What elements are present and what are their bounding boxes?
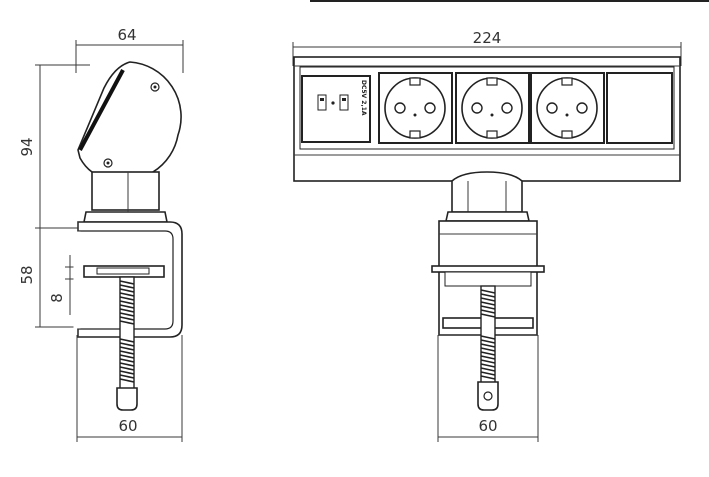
- front-view: 224 DC5V 2,1A: [292, 29, 682, 442]
- dim-label-94: 94: [18, 137, 36, 156]
- side-threaded-screw: [116, 276, 138, 411]
- dim-front-top: 224: [292, 29, 682, 66]
- dim-label-224: 224: [473, 29, 502, 47]
- side-neck: [83, 171, 168, 223]
- dim-label-58: 58: [18, 265, 36, 284]
- side-view: 64 94 58 8 60: [18, 26, 184, 442]
- front-neck: [445, 171, 530, 222]
- usb-module-label: DC5V 2,1A: [360, 80, 367, 116]
- usb-module: DC5V 2,1A: [301, 75, 371, 143]
- blank-module: [606, 72, 673, 144]
- dim-side-lower-height: 58: [18, 228, 80, 328]
- dim-front-bottom: 60: [437, 335, 539, 442]
- dim-label-8: 8: [48, 293, 66, 303]
- screw-center-icon: [153, 85, 157, 89]
- usb-port-icon: [317, 94, 327, 111]
- front-threaded-screw: [477, 285, 499, 411]
- dim-side-upper-height: 94: [18, 64, 90, 229]
- handle-hole-icon: [483, 391, 493, 401]
- dim-side-top: 64: [75, 26, 184, 73]
- socket-outlet-icon: [384, 77, 446, 139]
- usb-port-icon: [339, 94, 349, 111]
- side-slot-opening: [78, 69, 125, 151]
- screw-center-icon: [106, 161, 110, 165]
- side-housing-head: [77, 61, 182, 182]
- socket-outlet-icon: [536, 77, 598, 139]
- socket-3: [530, 72, 605, 144]
- dim-label-60-front: 60: [478, 417, 497, 435]
- socket-2: [455, 72, 530, 144]
- socket-outlet-icon: [461, 77, 523, 139]
- dim-label-60-side: 60: [118, 417, 137, 435]
- dim-side-bottom: 60: [76, 335, 183, 442]
- dim-label-64: 64: [117, 26, 136, 44]
- usb-led-icon: [331, 101, 335, 105]
- socket-1: [378, 72, 453, 144]
